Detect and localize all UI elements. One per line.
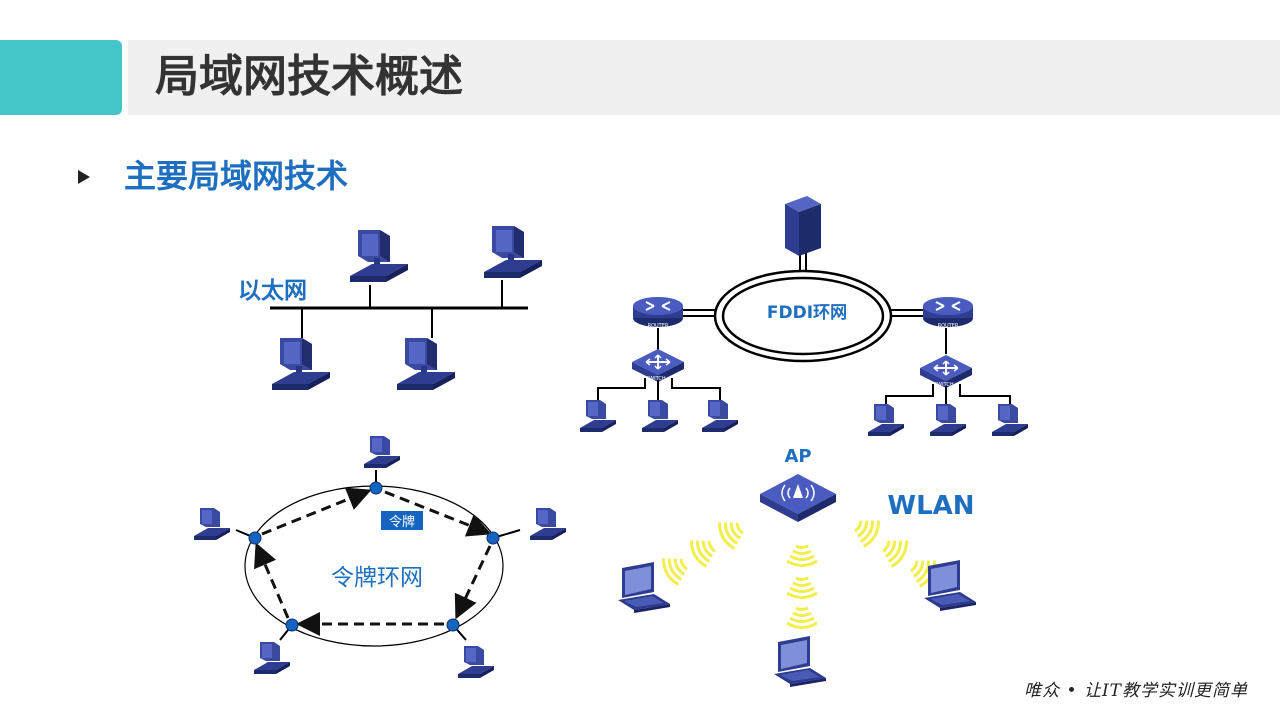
fddi-pc-icon xyxy=(992,404,1028,436)
fddi-pc-icon xyxy=(930,404,966,436)
fddi-pc-icon xyxy=(868,404,904,436)
title-bar xyxy=(128,40,1280,115)
token-ring-label: 令牌环网 xyxy=(331,565,423,591)
wifi-signal-icon xyxy=(686,531,721,571)
wifi-signal-icon xyxy=(658,549,693,589)
wifi-signal-icon xyxy=(785,544,819,567)
token-ring-pc-icon xyxy=(254,642,290,674)
wlan-network: AP WLAN xyxy=(618,446,976,687)
ethernet-pc-icon xyxy=(272,338,330,390)
token-ring-pc-icon xyxy=(458,646,494,678)
ethernet-network: 以太网 xyxy=(238,226,542,390)
ethernet-pc-icon xyxy=(350,230,408,282)
token-label: 令牌 xyxy=(389,514,415,530)
ethernet-label: 以太网 xyxy=(238,278,307,304)
wifi-signal-icon xyxy=(714,513,749,553)
token-ring-pc-icon xyxy=(194,508,230,540)
wifi-signal-icon xyxy=(785,606,819,629)
footer-brand: 唯众 • 让IT教学实训更简单 xyxy=(1024,681,1248,701)
fddi-label: FDDI环网 xyxy=(767,303,847,323)
ap-label: AP xyxy=(784,446,811,467)
fddi-pc-icon xyxy=(642,400,678,432)
wifi-signal-icon xyxy=(785,576,819,599)
switch-label: SWITCH xyxy=(646,376,666,382)
token-badge xyxy=(381,511,423,530)
token-ring-pc-icon xyxy=(364,436,400,468)
wifi-signal-icon xyxy=(849,511,884,551)
bullet-icon xyxy=(78,170,90,184)
token-ring-pc-icon xyxy=(530,508,566,540)
access-point-icon xyxy=(760,474,836,522)
fddi-network: ROUTER ROUTER SWITCH SWITCH FDDI环网 xyxy=(580,196,1028,436)
wlan-label: WLAN xyxy=(887,491,974,521)
title-accent-block xyxy=(0,40,122,115)
server-icon xyxy=(785,196,821,256)
page-title: 局域网技术概述 xyxy=(155,51,463,102)
fddi-pc-icon xyxy=(580,400,616,432)
wifi-signal-icon xyxy=(877,531,912,571)
section-heading: 主要局域网技术 xyxy=(124,157,349,195)
router-label: ROUTER xyxy=(938,323,959,329)
laptop-icon xyxy=(774,636,826,687)
fddi-pc-icon xyxy=(702,400,738,432)
laptop-icon xyxy=(618,562,670,613)
switch-label: SWITCH xyxy=(934,382,954,388)
token-ring-network: 令牌 令牌环网 xyxy=(194,436,566,678)
ethernet-pc-icon xyxy=(397,338,455,390)
router-label: ROUTER xyxy=(648,323,669,329)
ethernet-pc-icon xyxy=(484,226,542,278)
laptop-icon xyxy=(924,560,976,611)
